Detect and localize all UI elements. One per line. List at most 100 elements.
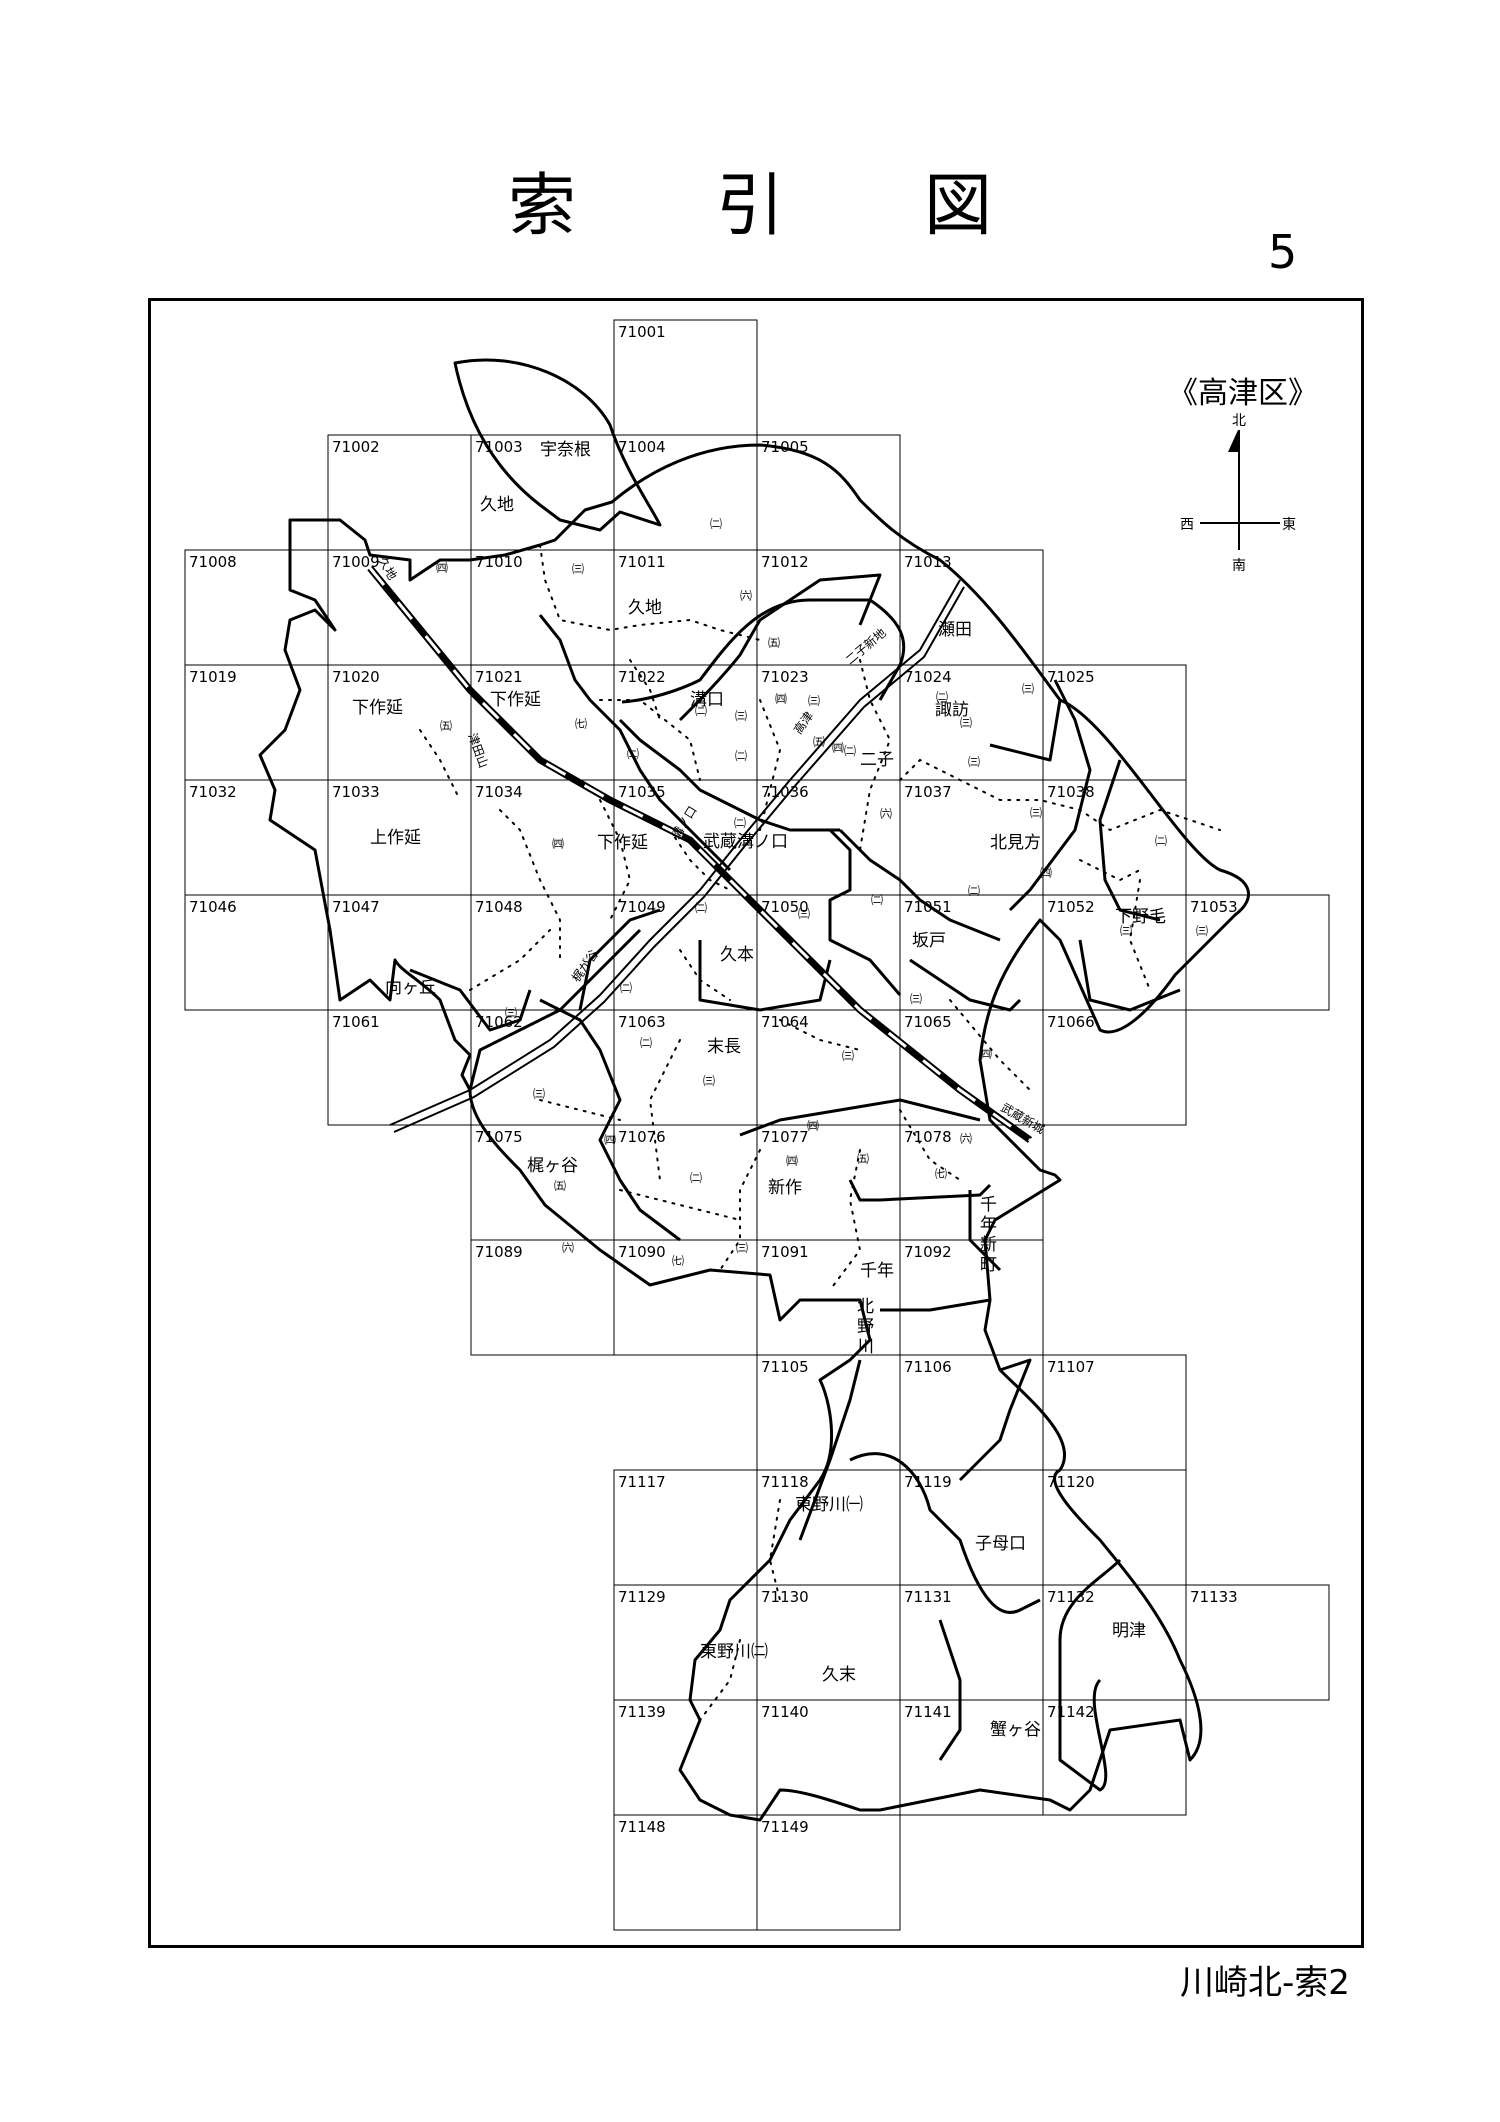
grid-cell-number: 71019 bbox=[189, 668, 237, 686]
sub-area-label: ㈡ bbox=[1155, 834, 1167, 848]
place-label: 末長 bbox=[707, 1037, 741, 1057]
sub-area-label: ㈣ bbox=[436, 561, 448, 575]
grid-cell[interactable] bbox=[1042, 1009, 1187, 1126]
sub-area-label: ㈡ bbox=[690, 1171, 702, 1185]
grid-cell-number: 71106 bbox=[904, 1358, 952, 1376]
sub-boundary bbox=[699, 1639, 741, 1721]
grid-cell-number: 71033 bbox=[332, 783, 380, 801]
compass-west: 西 bbox=[1180, 517, 1194, 533]
grid-cell-number: 71129 bbox=[618, 1588, 666, 1606]
place-label: 下作延 bbox=[490, 690, 541, 710]
place-label: 久地 bbox=[480, 495, 514, 515]
compass-north: 北 bbox=[1232, 413, 1246, 429]
grid-cell-number: 71011 bbox=[618, 553, 666, 571]
grid-cell-number: 71021 bbox=[475, 668, 523, 686]
sub-boundary bbox=[779, 1019, 861, 1051]
grid-cell[interactable] bbox=[756, 1814, 901, 1931]
compass-arrow-icon bbox=[1238, 430, 1240, 550]
sub-area-label: ㈡ bbox=[710, 517, 722, 531]
sub-area-label: ㈣ bbox=[552, 837, 564, 851]
place-label: 東野川㈠ bbox=[795, 1495, 863, 1515]
place-label: 久地 bbox=[628, 598, 662, 618]
district-boundary bbox=[1098, 759, 1161, 922]
grid-cell-number: 71092 bbox=[904, 1243, 952, 1261]
railway-nambu bbox=[389, 579, 961, 1126]
grid-cell-number: 71048 bbox=[475, 898, 523, 916]
grid-cell-number: 71132 bbox=[1047, 1588, 1095, 1606]
sub-area-label: ㈣ bbox=[980, 1047, 992, 1061]
grid-cell-number: 71004 bbox=[618, 438, 666, 456]
grid-cell-number: 71035 bbox=[618, 783, 666, 801]
grid-cell-number: 71032 bbox=[189, 783, 237, 801]
sub-area-label: ㈤ bbox=[440, 719, 452, 733]
grid-cell-number: 71025 bbox=[1047, 668, 1095, 686]
district-boundary bbox=[1078, 939, 1181, 1012]
grid-cell-number: 71142 bbox=[1047, 1703, 1095, 1721]
sub-boundary bbox=[1079, 859, 1141, 882]
grid-cell[interactable] bbox=[1042, 1699, 1187, 1816]
sub-area-label: ㈣ bbox=[786, 1154, 798, 1168]
grid-cell-number: 71003 bbox=[475, 438, 523, 456]
sub-area-label: ㈢ bbox=[1120, 924, 1132, 938]
sub-area-label: ㈢ bbox=[505, 1006, 517, 1020]
grid-cell[interactable] bbox=[1185, 894, 1330, 1011]
place-label: 坂戸 bbox=[912, 931, 946, 951]
grid-cell-number: 71133 bbox=[1190, 1588, 1238, 1606]
title-char: 引 bbox=[715, 167, 784, 246]
compass-arrow-icon bbox=[1228, 430, 1238, 452]
sub-area-label: ㈦ bbox=[935, 1167, 947, 1181]
place-label: 宇奈根 bbox=[540, 440, 591, 460]
place-label: 諏訪 bbox=[935, 700, 969, 720]
title-char: 索 bbox=[507, 167, 576, 246]
sub-boundary bbox=[539, 544, 761, 641]
page-number: 5 bbox=[1268, 225, 1298, 279]
sub-area-label: ㈢ bbox=[960, 716, 972, 730]
page-title: 索引図 bbox=[0, 150, 1500, 249]
district-boundary bbox=[453, 358, 662, 532]
district-boundary bbox=[739, 1098, 981, 1137]
place-label: 溝口 bbox=[690, 690, 724, 710]
grid-cell-number: 71061 bbox=[332, 1013, 380, 1031]
compass-south: 南 bbox=[1232, 558, 1246, 574]
place-label: 千年新町 bbox=[980, 1195, 997, 1275]
grid-cell-number: 71105 bbox=[761, 1358, 809, 1376]
district-boundary bbox=[828, 828, 902, 996]
district-boundary bbox=[678, 573, 882, 722]
district-boundary bbox=[578, 908, 661, 1011]
grid-cell[interactable] bbox=[1185, 1584, 1330, 1701]
district-boundary bbox=[938, 1619, 962, 1761]
place-label: 明津 bbox=[1112, 1621, 1146, 1641]
sub-area-label: ㈥ bbox=[740, 589, 752, 603]
district-boundary bbox=[848, 1179, 992, 1202]
sub-boundary bbox=[499, 809, 561, 961]
place-label: 下野毛 bbox=[1115, 907, 1166, 927]
sub-boundary bbox=[669, 829, 731, 891]
grid-cell-number: 71075 bbox=[475, 1128, 523, 1146]
grid-cell-number: 71050 bbox=[761, 898, 809, 916]
grid-cell-number: 71034 bbox=[475, 783, 523, 801]
sub-area-label: ㈣ bbox=[1040, 866, 1052, 880]
grid-cell-number: 71117 bbox=[618, 1473, 666, 1491]
sub-area-label: ㈡ bbox=[936, 690, 948, 704]
sub-boundary bbox=[949, 999, 1031, 1091]
grid-cell-number: 71013 bbox=[904, 553, 952, 571]
district-boundary bbox=[849, 1452, 1041, 1614]
sub-boundary bbox=[619, 1189, 741, 1221]
district-boundary bbox=[468, 928, 642, 1091]
grid-cell-number: 71024 bbox=[904, 668, 952, 686]
sub-area-label: ㈣ bbox=[832, 741, 844, 755]
railway-den-en-toshi bbox=[367, 565, 1033, 1143]
place-label: 久本 bbox=[720, 945, 754, 965]
sub-boundary bbox=[899, 758, 1221, 832]
grid-cell-number: 71053 bbox=[1190, 898, 1238, 916]
station-label: 二子新地 bbox=[842, 625, 888, 667]
sub-area-label: ㈢ bbox=[533, 1087, 545, 1101]
district-boundary bbox=[621, 598, 906, 704]
sub-area-label: ㈢ bbox=[1022, 682, 1034, 696]
grid-cell-number: 71077 bbox=[761, 1128, 809, 1146]
sub-boundary bbox=[899, 1109, 961, 1181]
grid-cell-number: 71047 bbox=[332, 898, 380, 916]
place-label: 二子 bbox=[860, 750, 894, 770]
sub-area-label: ㈢ bbox=[1196, 924, 1208, 938]
grid-cell-number: 71037 bbox=[904, 783, 952, 801]
